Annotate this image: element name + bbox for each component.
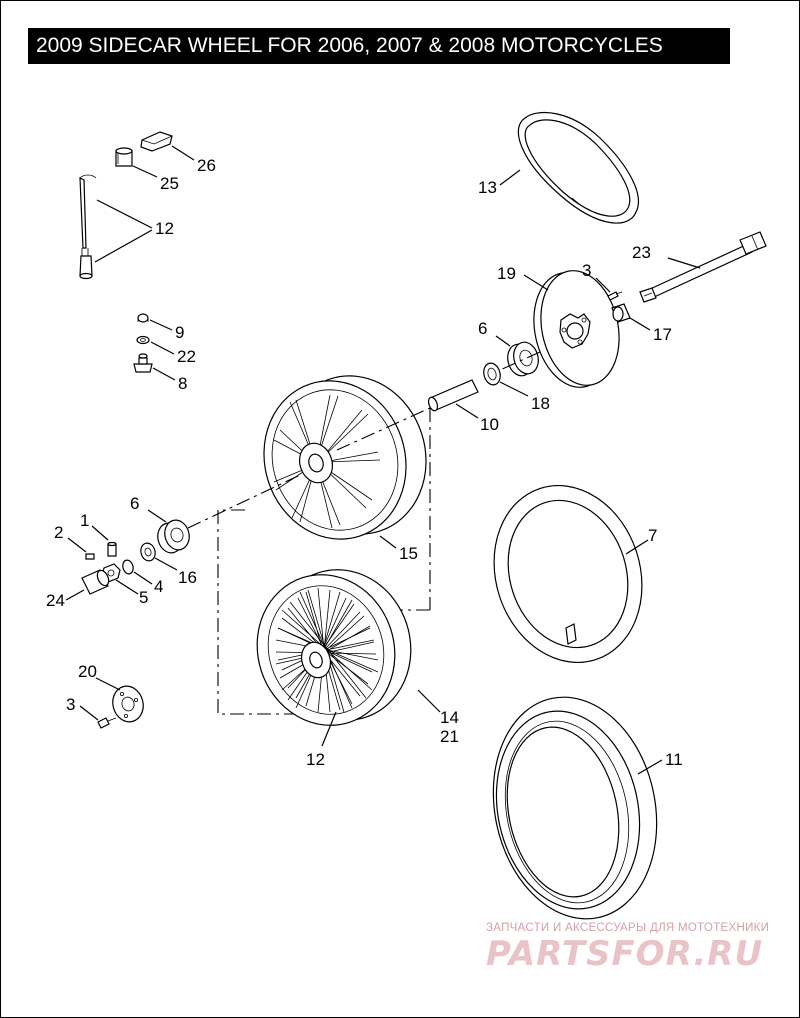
callout-4: 4	[154, 577, 163, 596]
part-10-tube	[427, 379, 479, 412]
part-9-nut	[137, 313, 149, 323]
callout-26: 26	[197, 156, 216, 175]
part-2-screw	[85, 553, 95, 560]
watermark-logo: PARTSFOR.RU	[486, 934, 764, 974]
callout-23: 23	[632, 243, 651, 262]
callout-20: 20	[78, 662, 97, 681]
part-3-screw-top	[607, 291, 623, 301]
callout-5: 5	[139, 588, 148, 607]
callout-24: 24	[46, 591, 65, 610]
callout-6-left: 6	[130, 494, 139, 513]
part-20-adapter	[112, 685, 144, 723]
part-19-disc	[533, 270, 620, 388]
callout-13: 13	[478, 178, 497, 197]
diagram-title: 2009 SIDECAR WHEEL FOR 2006, 2007 & 2008…	[28, 28, 730, 64]
callout-7: 7	[648, 526, 657, 545]
part-8-valve	[133, 353, 153, 373]
part-26-block	[140, 131, 173, 152]
part-15-cast-wheel	[263, 375, 427, 540]
part-1-pin	[107, 541, 117, 557]
part-24-cap	[81, 569, 110, 595]
callout-25: 25	[160, 174, 179, 193]
part-7-tube	[493, 484, 643, 664]
callout-11: 11	[665, 750, 683, 769]
callout-1: 1	[80, 511, 89, 530]
part-25-sleeve	[115, 147, 133, 167]
part-3-screw-bottom	[97, 717, 117, 729]
callout-6-right: 6	[478, 319, 487, 338]
part-6-bearing-left	[157, 519, 190, 554]
part-12-spoke	[79, 174, 97, 280]
callout-2: 2	[54, 523, 63, 542]
callout-17: 17	[653, 325, 672, 344]
callout-3-bottom: 3	[66, 695, 75, 714]
callout-18: 18	[531, 394, 550, 413]
callout-12-wheel: 12	[306, 750, 325, 769]
callout-22: 22	[177, 347, 196, 366]
callout-3-top: 3	[582, 261, 591, 280]
callout-15: 15	[399, 544, 418, 563]
part-23-axle	[639, 231, 767, 303]
callout-9: 9	[175, 323, 184, 342]
callout-8: 8	[178, 374, 187, 393]
part-13-belt	[517, 112, 639, 224]
callout-19: 19	[497, 264, 516, 283]
callout-12-spoke: 12	[155, 219, 174, 238]
callout-16: 16	[178, 568, 197, 587]
callout-14: 14	[440, 708, 459, 727]
callout-10: 10	[480, 415, 499, 434]
part-22-washer	[136, 335, 150, 345]
callout-21: 21	[440, 727, 459, 746]
part-14-spoke-wheel	[256, 569, 412, 726]
part-17-spacer	[611, 303, 631, 323]
part-16-seal	[140, 542, 156, 562]
part-6-bearing-right	[507, 341, 539, 377]
part-18-seal	[483, 362, 501, 386]
part-4-washer	[122, 559, 134, 575]
watermark-tagline: ЗАПЧАСТИ И АКСЕССУАРЫ ДЛЯ МОТОТЕХНИКИ	[486, 922, 770, 934]
part-11-tire	[492, 696, 658, 920]
